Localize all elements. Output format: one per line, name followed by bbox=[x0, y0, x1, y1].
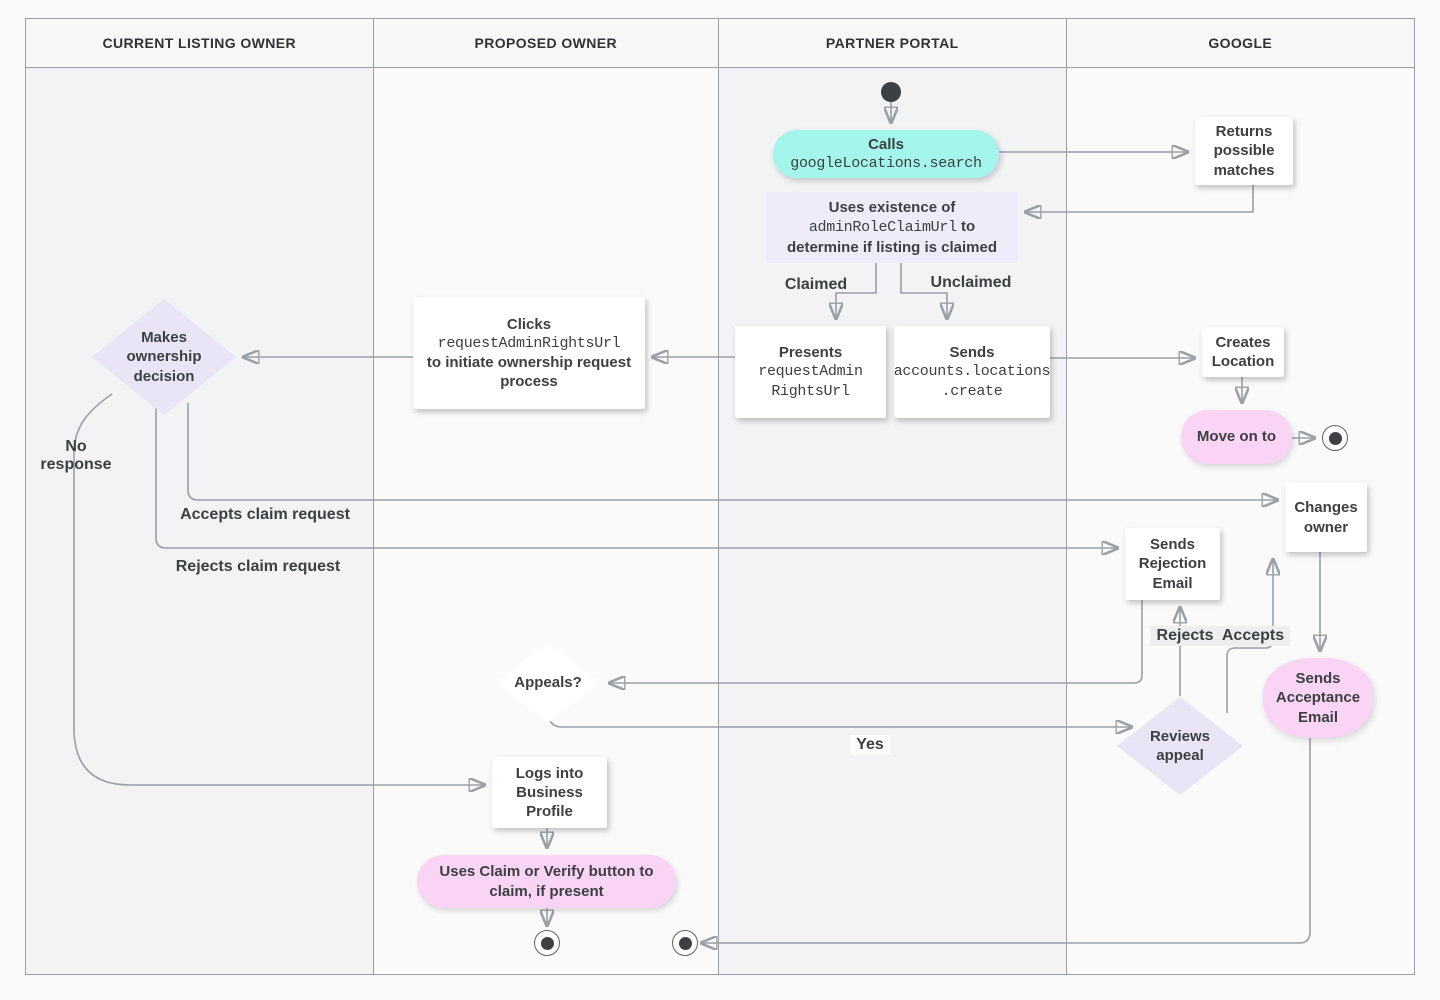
node-title: Sends bbox=[949, 344, 995, 362]
node-title: Calls bbox=[868, 135, 904, 153]
edge-label-rejects-claim-request: Rejects claim request bbox=[175, 558, 341, 575]
node-code-line: requestAdmin bbox=[758, 363, 863, 381]
creates-location-node: Creates Location bbox=[1202, 327, 1284, 377]
node-code-line: RightsUrl bbox=[771, 382, 850, 400]
lane-title: GOOGLE bbox=[1066, 19, 1414, 68]
node-label: to initiate ownership request process bbox=[426, 354, 632, 391]
node-label: Uses Claim or Verify button to claim, if… bbox=[439, 863, 654, 900]
calls-googlelocations-search-node: Calls googleLocations.search bbox=[773, 130, 999, 178]
node-code-line: accounts.locations bbox=[893, 363, 1051, 381]
uses-existence-note-node: Uses existence of adminRoleClaimUrl to d… bbox=[766, 192, 1018, 263]
node-label: Creates Location bbox=[1211, 333, 1275, 370]
lane-title: PROPOSED OWNER bbox=[373, 19, 718, 68]
uses-claim-or-verify-node: Uses Claim or Verify button to claim, if… bbox=[417, 855, 676, 908]
presents-requestadminrightsurl-node: Presents requestAdmin RightsUrl bbox=[735, 326, 886, 418]
node-label: Changes owner bbox=[1294, 499, 1358, 536]
node-label: Appeals? bbox=[514, 673, 582, 691]
node-label: Sends Acceptance Email bbox=[1275, 670, 1361, 726]
returns-possible-matches-node: Returns possible matches bbox=[1195, 117, 1293, 185]
reviews-appeal-diamond: Reviews appeal bbox=[1117, 697, 1243, 795]
lane-proposed-owner: PROPOSED OWNER bbox=[373, 19, 719, 974]
sends-accounts-locations-create-node: Sends accounts.locations .create bbox=[893, 326, 1051, 418]
node-label: Sends Rejection Email bbox=[1138, 536, 1207, 592]
node-code: requestAdminRightsUrl bbox=[437, 334, 621, 352]
end-node-google bbox=[1322, 425, 1348, 451]
sends-acceptance-email-node: Sends Acceptance Email bbox=[1263, 658, 1373, 738]
edge-label-claimed: Claimed bbox=[784, 276, 848, 293]
sends-rejection-email-node: Sends Rejection Email bbox=[1125, 528, 1220, 600]
node-label: Returns possible matches bbox=[1213, 123, 1275, 179]
node-label: Makes ownership decision bbox=[126, 329, 202, 385]
node-label: Reviews appeal bbox=[1149, 727, 1211, 764]
note-code: adminRoleClaimUrl bbox=[808, 219, 957, 237]
node-label: Uses existence of adminRoleClaimUrl to d… bbox=[774, 198, 1010, 257]
node-code-line: .create bbox=[941, 382, 1003, 400]
edge-label-accepts-claim-request: Accepts claim request bbox=[180, 506, 350, 523]
move-on-to-node: Move on to bbox=[1181, 410, 1292, 464]
edge-label-unclaimed: Unclaimed bbox=[930, 274, 1012, 291]
makes-ownership-decision-diamond: Makes ownership decision bbox=[92, 299, 236, 415]
end-node-proposed-owner bbox=[534, 930, 560, 956]
edge-label-accepts: Accepts bbox=[1215, 626, 1291, 646]
lane-title: PARTNER PORTAL bbox=[719, 19, 1066, 68]
edge-label-no-response: No response bbox=[40, 438, 112, 473]
lane-title: CURRENT LISTING OWNER bbox=[26, 19, 373, 68]
node-label: Move on to bbox=[1196, 428, 1277, 446]
appeals-decision-diamond: Appeals? bbox=[495, 642, 601, 723]
node-title: Clicks bbox=[506, 315, 552, 333]
end-node-partner-portal bbox=[672, 930, 698, 956]
clicks-requestadminrightsurl-node: Clicks requestAdminRightsUrl to initiate… bbox=[413, 297, 645, 409]
edge-label-yes: Yes bbox=[850, 735, 890, 755]
note-text-pre: Uses existence of bbox=[828, 199, 956, 217]
logs-into-business-profile-node: Logs into Business Profile bbox=[492, 757, 607, 828]
node-label: Logs into Business Profile bbox=[515, 764, 584, 821]
edge-label-rejects: Rejects bbox=[1150, 626, 1220, 646]
note-text-post: to determine if listing is claimed bbox=[786, 218, 998, 256]
start-node bbox=[881, 82, 901, 102]
node-title: Presents bbox=[778, 344, 843, 362]
changes-owner-node: Changes owner bbox=[1285, 483, 1367, 552]
lane-current-listing-owner: CURRENT LISTING OWNER bbox=[26, 19, 374, 974]
node-code: googleLocations.search bbox=[790, 155, 982, 172]
